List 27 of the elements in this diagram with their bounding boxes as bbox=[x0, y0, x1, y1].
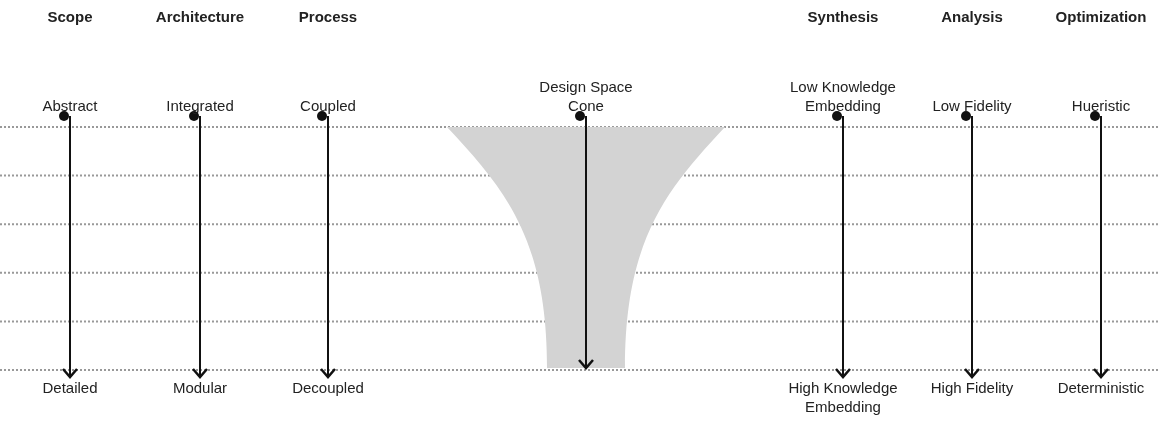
axis-end-label: Low Knowledge Embedding bbox=[783, 77, 903, 115]
axis-end-label: Design Space Cone bbox=[526, 77, 646, 115]
column-heading: Synthesis bbox=[806, 8, 880, 25]
arrow bbox=[575, 111, 595, 370]
arrow bbox=[189, 111, 209, 379]
axis-end-label: Integrated bbox=[140, 96, 260, 115]
axis-end-label: High Fidelity bbox=[912, 378, 1032, 397]
axis-end-label: High Knowledge Embedding bbox=[783, 378, 903, 416]
arrow bbox=[317, 111, 337, 379]
arrow bbox=[1090, 111, 1110, 379]
axis-end-label: Modular bbox=[140, 378, 260, 397]
column-heading: Architecture bbox=[154, 8, 246, 25]
arrow bbox=[832, 111, 852, 379]
axis-end-label: Hueristic bbox=[1041, 96, 1158, 115]
column-heading: Process bbox=[297, 8, 359, 25]
axis-end-label: Coupled bbox=[268, 96, 388, 115]
axis-end-label: Decoupled bbox=[268, 378, 388, 397]
column-heading: Analysis bbox=[940, 8, 1004, 25]
design-space-cone-shape bbox=[447, 127, 725, 368]
axis-end-label: Detailed bbox=[10, 378, 130, 397]
arrow bbox=[961, 111, 981, 379]
column-heading: Scope bbox=[46, 8, 94, 25]
column-heading: Optimization bbox=[1054, 8, 1148, 25]
axis-end-label: Low Fidelity bbox=[912, 96, 1032, 115]
axis-end-label: Deterministic bbox=[1041, 378, 1158, 397]
arrow bbox=[59, 111, 79, 379]
axis-end-label: Abstract bbox=[10, 96, 130, 115]
